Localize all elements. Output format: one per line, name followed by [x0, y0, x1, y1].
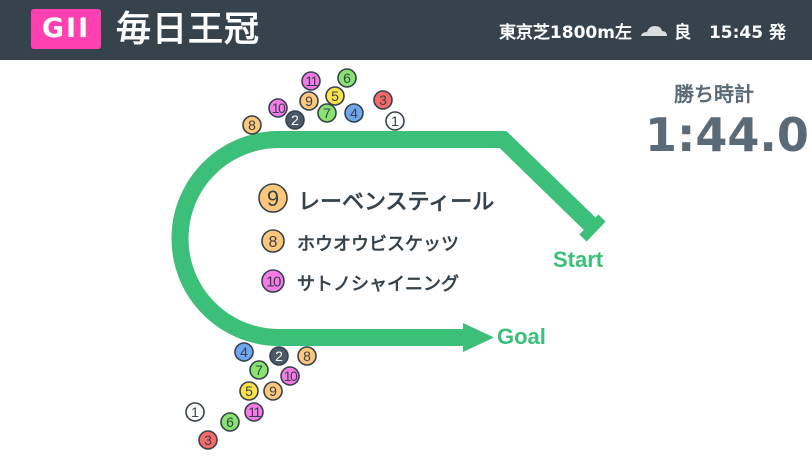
- race-info: 東京芝1800m左 良 15:45 発: [499, 16, 786, 44]
- horse-number-5: 5: [239, 381, 259, 401]
- third-place-name: サトノシャイニング: [297, 274, 459, 295]
- horse-number-2: 2: [269, 346, 289, 366]
- svg-text:8: 8: [248, 117, 256, 133]
- horse-number-7: 7: [317, 103, 337, 123]
- svg-text:8: 8: [303, 348, 311, 364]
- horse-number-6: 6: [337, 68, 357, 88]
- track-condition: 良: [673, 22, 691, 43]
- svg-text:6: 6: [226, 414, 234, 430]
- svg-text:2: 2: [291, 112, 299, 128]
- horse-number-3: 3: [373, 90, 393, 110]
- svg-text:10: 10: [284, 368, 298, 384]
- horse-number-1: 1: [185, 402, 205, 422]
- svg-text:3: 3: [204, 432, 212, 448]
- svg-text:9: 9: [305, 93, 313, 109]
- horse-number-4: 4: [234, 342, 254, 362]
- svg-text:5: 5: [245, 383, 253, 399]
- horse-number-6: 6: [220, 412, 240, 432]
- race-title: 毎日王冠: [116, 10, 261, 50]
- horse-number-2: 2: [285, 110, 305, 130]
- svg-text:4: 4: [240, 344, 248, 360]
- horse-number-10: 10: [280, 366, 300, 386]
- svg-text:5: 5: [331, 88, 339, 104]
- horse-number-9: 9: [263, 381, 283, 401]
- goal-label: Goal: [497, 324, 546, 349]
- winning-time-value: 1:44.0: [645, 108, 809, 162]
- horse-number-3: 3: [198, 430, 218, 450]
- horse-number-1: 1: [385, 111, 405, 131]
- horse-number-11: 11: [301, 71, 321, 91]
- start-label: Start: [553, 247, 604, 272]
- horse-number-9: 9: [299, 91, 319, 111]
- svg-text:7: 7: [323, 105, 331, 121]
- svg-text:10: 10: [272, 100, 286, 116]
- horse-number-4: 4: [344, 103, 364, 123]
- top3-number-9: 9: [258, 183, 288, 213]
- horse-number-5: 5: [325, 86, 345, 106]
- svg-text:9: 9: [269, 383, 277, 399]
- second-place-name: ホウオウビスケッツ: [297, 234, 459, 255]
- svg-text:9: 9: [267, 186, 279, 211]
- svg-text:2: 2: [275, 348, 283, 364]
- horse-number-10: 10: [268, 98, 288, 118]
- svg-text:1: 1: [391, 113, 399, 129]
- svg-text:11: 11: [248, 404, 261, 420]
- svg-text:10: 10: [266, 273, 281, 290]
- horse-number-11: 11: [244, 402, 264, 422]
- top3-number-8: 8: [261, 229, 285, 253]
- grade-badge: GII: [31, 9, 101, 49]
- top3-balls: 9 8 10: [258, 183, 288, 293]
- cloud-icon: [640, 26, 667, 36]
- horse-number-8: 8: [242, 115, 262, 135]
- header-bar: GII 毎日王冠 東京芝1800m左 良 15:45 発: [0, 0, 812, 60]
- horse-number-7: 7: [249, 360, 269, 380]
- winning-time-label: 勝ち時計: [674, 82, 754, 106]
- horse-number-8: 8: [297, 346, 317, 366]
- svg-text:1: 1: [191, 404, 199, 420]
- svg-text:8: 8: [269, 234, 278, 251]
- start-cap: [579, 214, 606, 242]
- svg-text:6: 6: [343, 70, 351, 86]
- svg-text:3: 3: [379, 92, 387, 108]
- first-place-name: レーベンスティール: [298, 190, 495, 215]
- svg-text:4: 4: [350, 105, 358, 121]
- post-time: 15:45 発: [708, 22, 786, 43]
- svg-text:7: 7: [255, 362, 263, 378]
- goal-arrow-icon: [463, 323, 494, 352]
- svg-text:11: 11: [305, 73, 318, 89]
- top3-number-10: 10: [261, 269, 285, 293]
- course-info: 東京芝1800m左: [498, 22, 632, 43]
- track-course: [171, 131, 598, 346]
